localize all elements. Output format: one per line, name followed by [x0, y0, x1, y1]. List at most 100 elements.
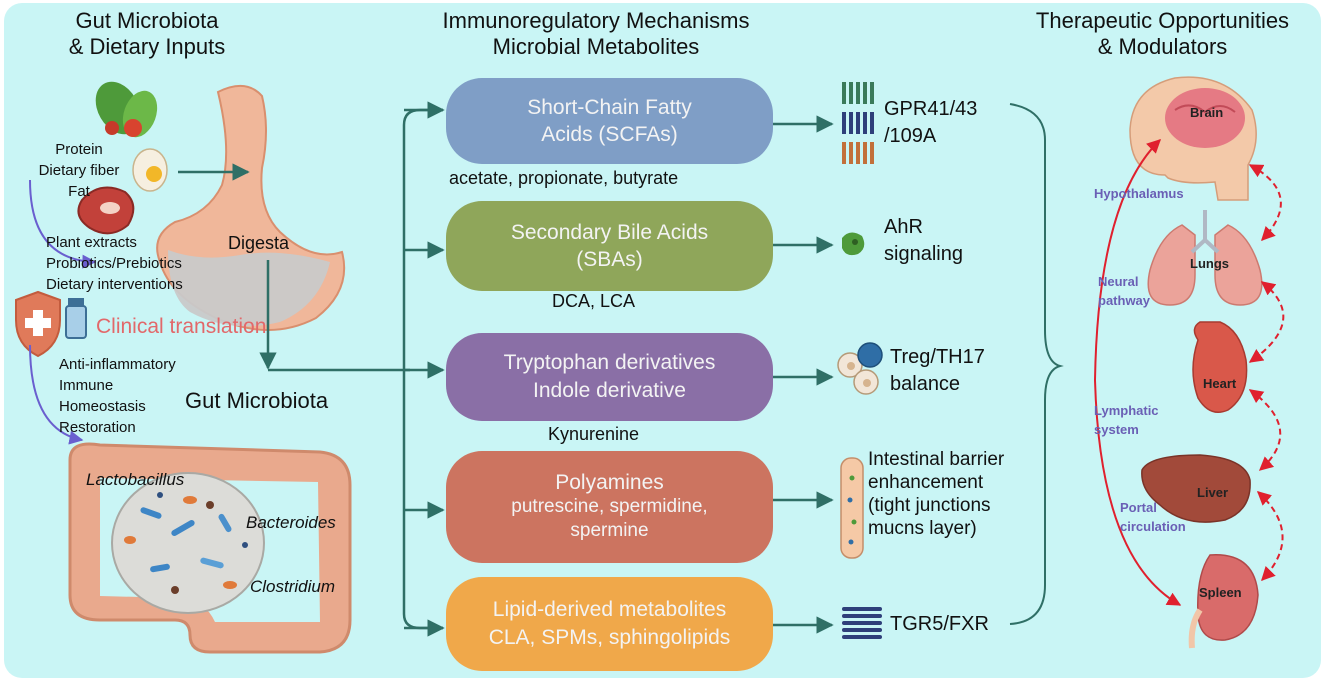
pill-polyamines-line1: Polyamines	[555, 471, 664, 494]
portal-line1: Portal	[1120, 500, 1157, 515]
pill-sba-line2: (SBAs)	[576, 248, 643, 271]
neural-line1: Neural	[1098, 274, 1139, 289]
vegetables-icon	[95, 81, 158, 138]
nutrient-list: Protein Dietary fiber Fat	[18, 139, 140, 202]
neural-pathway-label: Neural pathway	[1098, 272, 1150, 310]
brain-lungs-arrow	[1248, 164, 1282, 242]
clinical-to-gut-arrow	[29, 344, 84, 445]
vial-icon	[65, 298, 87, 339]
hypothalamus-line1: Hypothalamus	[1094, 186, 1184, 201]
tgr-receptor-icon	[842, 607, 882, 639]
barrier-target-label: Intestinal barrier enhancement (tight ju…	[868, 448, 1004, 540]
lactobacillus-label: Lactobacillus	[86, 470, 185, 489]
ahr-icon	[842, 232, 865, 256]
pill-lipid-line1: Lipid-derived metabolites	[492, 598, 727, 621]
pill-sba-line1: Secondary Bile Acids	[510, 221, 709, 244]
digesta-label: Digesta	[228, 233, 290, 253]
heart-label: Heart	[1203, 376, 1237, 391]
tgr-target-label: TGR5/FXR	[890, 613, 989, 635]
converging-bracket	[1009, 103, 1064, 625]
portal-line2: circulation	[1120, 519, 1186, 534]
right-header: Therapeutic Opportunities & Modulators	[1010, 8, 1315, 60]
lymphatic-line2: system	[1094, 422, 1139, 437]
pill-tryptophan: Tryptophan derivatives Indole derivative	[446, 333, 773, 421]
spleen-icon	[1188, 554, 1259, 649]
pill-polyamines-line3: spermine	[570, 520, 649, 541]
nutrient-protein: Protein	[55, 141, 103, 158]
gpr-target-label: GPR41/43 /109A	[884, 96, 977, 150]
middle-header: Immunoregulatory Mechanisms Microbial Me…	[426, 8, 766, 60]
sba-subtext: DCA, LCA	[552, 291, 636, 311]
effect-antiinflammatory: Anti-inflammatory	[59, 356, 176, 373]
left-header: Gut Microbiota & Dietary Inputs	[62, 8, 232, 60]
left-header-line1: Gut Microbiota	[75, 8, 219, 33]
pill-lipid: Lipid-derived metabolites CLA, SPMs, sph…	[446, 577, 773, 671]
meat-icon	[77, 186, 135, 235]
effect-immune: Immune	[59, 377, 114, 394]
lymphatic-system-label: Lymphatic system	[1094, 401, 1159, 439]
treg-cells-icon	[837, 342, 883, 395]
pill-tryptophan-line2: Indole derivative	[533, 379, 686, 402]
neural-line2: pathway	[1098, 293, 1151, 308]
pill-scfa-line2: Acids (SCFAs)	[541, 123, 678, 146]
treg-line2: balance	[890, 373, 961, 395]
pill-sba: Secondary Bile Acids (SBAs)	[446, 201, 773, 291]
organ-axis-arrow	[1093, 139, 1182, 606]
lungs-heart-arrow	[1248, 281, 1285, 363]
pill-polyamines-line2: putrescine, spermidine,	[511, 496, 708, 517]
gpr-line1: GPR41/43	[884, 98, 978, 120]
intervention-probiotics: Probiotics/Prebiotics	[46, 255, 182, 272]
bacteroides-label: Bacteroides	[246, 513, 336, 532]
hypothalamus-label: Hypothalamus	[1094, 184, 1184, 203]
barrier-line3: (tight junctions	[868, 495, 991, 516]
microbiota-circle	[111, 472, 265, 614]
liver-label: Liver	[1197, 485, 1229, 500]
nutrient-fiber: Dietary fiber	[38, 162, 120, 179]
intervention-list: Plant extracts Probiotics/Prebiotics Die…	[46, 232, 183, 295]
gut-microbiota-label: Gut Microbiota	[185, 388, 329, 413]
scfa-subtext: acetate, propionate, butyrate	[449, 168, 679, 188]
barrier-line4: mucns layer)	[868, 518, 977, 539]
lymphatic-line1: Lymphatic	[1094, 403, 1159, 418]
treg-line1: Treg/TH17	[890, 346, 985, 368]
heart-liver-arrow	[1248, 389, 1282, 471]
pill-scfa-line1: Short-Chain Fatty	[527, 96, 692, 119]
spleen-label: Spleen	[1199, 585, 1242, 600]
ahr-line1: AhR	[884, 216, 923, 238]
lungs-label: Lungs	[1190, 256, 1229, 271]
ahr-line2: signaling	[884, 243, 963, 265]
effect-restoration: Restoration	[59, 419, 136, 436]
brain-label: Brain	[1190, 105, 1224, 120]
barrier-line2: enhancement	[868, 472, 984, 493]
middle-header-line2: Microbial Metabolites	[492, 34, 700, 59]
barrier-line1: Intestinal barrier	[868, 449, 1005, 470]
intervention-dietary: Dietary interventions	[46, 276, 183, 293]
clostridium-label: Clostridium	[250, 577, 336, 596]
effect-homeostasis: Homeostasis	[59, 398, 146, 415]
left-header-line2: & Dietary Inputs	[68, 34, 226, 59]
middle-header-line1: Immunoregulatory Mechanisms	[442, 8, 750, 33]
pill-polyamines: Polyamines putrescine, spermidine, sperm…	[446, 451, 773, 563]
portal-circulation-label: Portal circulation	[1120, 498, 1186, 536]
right-header-line2: & Modulators	[1097, 34, 1228, 59]
ahr-target-label: AhR signaling	[884, 214, 963, 268]
pill-lipid-line2: CLA, SPMs, sphingolipids	[488, 626, 731, 649]
shield-icon	[15, 290, 61, 358]
diet-to-clinical-arrow	[29, 179, 97, 269]
pill-tryptophan-line1: Tryptophan derivatives	[503, 351, 716, 374]
intervention-plant: Plant extracts	[46, 234, 137, 251]
effects-list: Anti-inflammatory Immune Homeostasis Res…	[59, 354, 176, 438]
gpr-line2: /109A	[884, 125, 937, 147]
stomach-icon	[156, 85, 346, 331]
heart-icon	[1192, 321, 1248, 413]
pill-scfa: Short-Chain Fatty Acids (SCFAs)	[446, 78, 773, 164]
liver-spleen-arrow	[1256, 491, 1284, 582]
gpr-receptor-icon	[842, 82, 874, 164]
right-header-line1: Therapeutic Opportunities	[1035, 8, 1290, 33]
tryptophan-subtext: Kynurenine	[548, 424, 640, 444]
nutrient-fat: Fat	[68, 183, 90, 200]
treg-target-label: Treg/TH17 balance	[890, 344, 985, 398]
barrier-icon	[840, 457, 864, 559]
clinical-translation-label: Clinical translation	[96, 315, 267, 338]
